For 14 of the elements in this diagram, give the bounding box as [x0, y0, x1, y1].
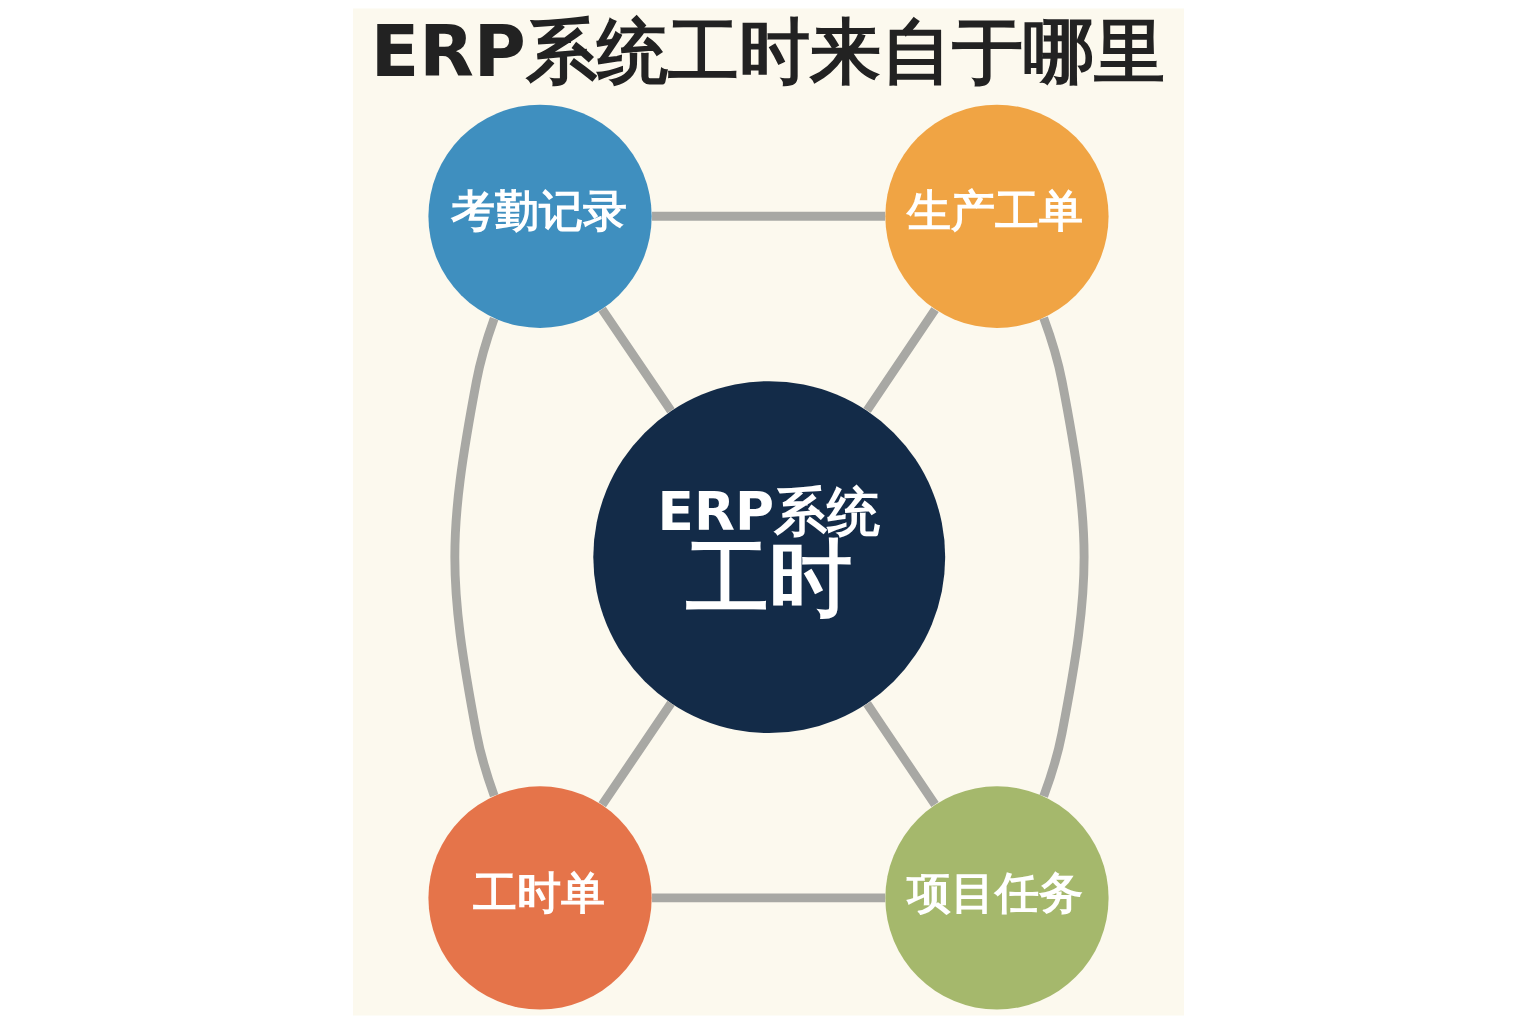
connector: [1039, 316, 1088, 798]
connector: [449, 316, 498, 798]
node-circle: 考勤记录: [427, 104, 652, 328]
node-circle: ERP系统 工时: [592, 381, 945, 734]
connector: [862, 307, 939, 413]
node-circle: 生产工单: [884, 104, 1109, 328]
connector: [651, 893, 885, 903]
connector: [862, 701, 939, 807]
connector: [597, 306, 675, 414]
connector: [651, 211, 885, 221]
diagram-title: ERP系统工时来自于哪里: [370, 9, 1165, 93]
node-circle: 工时单: [427, 786, 652, 1010]
connector: [598, 700, 675, 808]
node-circle: 项目任务: [884, 786, 1109, 1010]
